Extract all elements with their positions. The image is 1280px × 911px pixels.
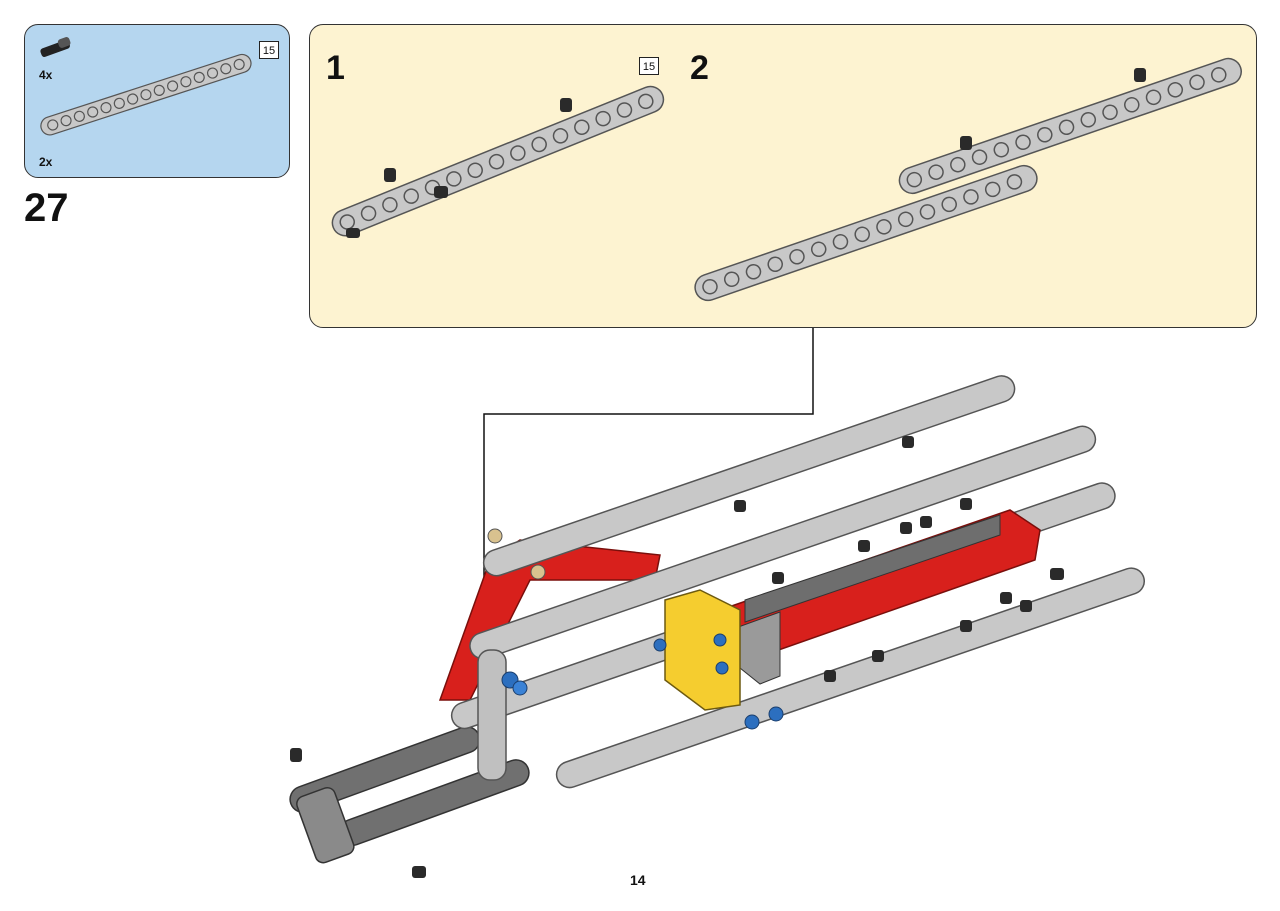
pin-part-icon — [40, 37, 71, 57]
beam-length-badge: 15 — [259, 41, 279, 59]
beam-quantity: 2x — [39, 155, 53, 169]
step-number: 27 — [24, 186, 69, 230]
substep-2-pins — [960, 68, 1146, 150]
pin-quantity: 4x — [39, 68, 53, 82]
page-number: 14 — [630, 872, 646, 888]
substep-1-number: 1 — [326, 49, 345, 87]
substep-2-number: 2 — [690, 49, 709, 87]
callout-connector-line — [483, 328, 814, 610]
substep-2-lower-beam — [694, 164, 1038, 302]
substep-2-upper-beam — [898, 57, 1242, 195]
parts-callout: 4x 2x 15 — [24, 24, 290, 178]
substep-1-length-badge: 15 — [639, 57, 659, 75]
substep-1-pins — [346, 98, 572, 238]
main-assembly — [289, 375, 1145, 878]
beam-part-icon — [40, 53, 252, 136]
substep-1-beam — [331, 85, 665, 237]
